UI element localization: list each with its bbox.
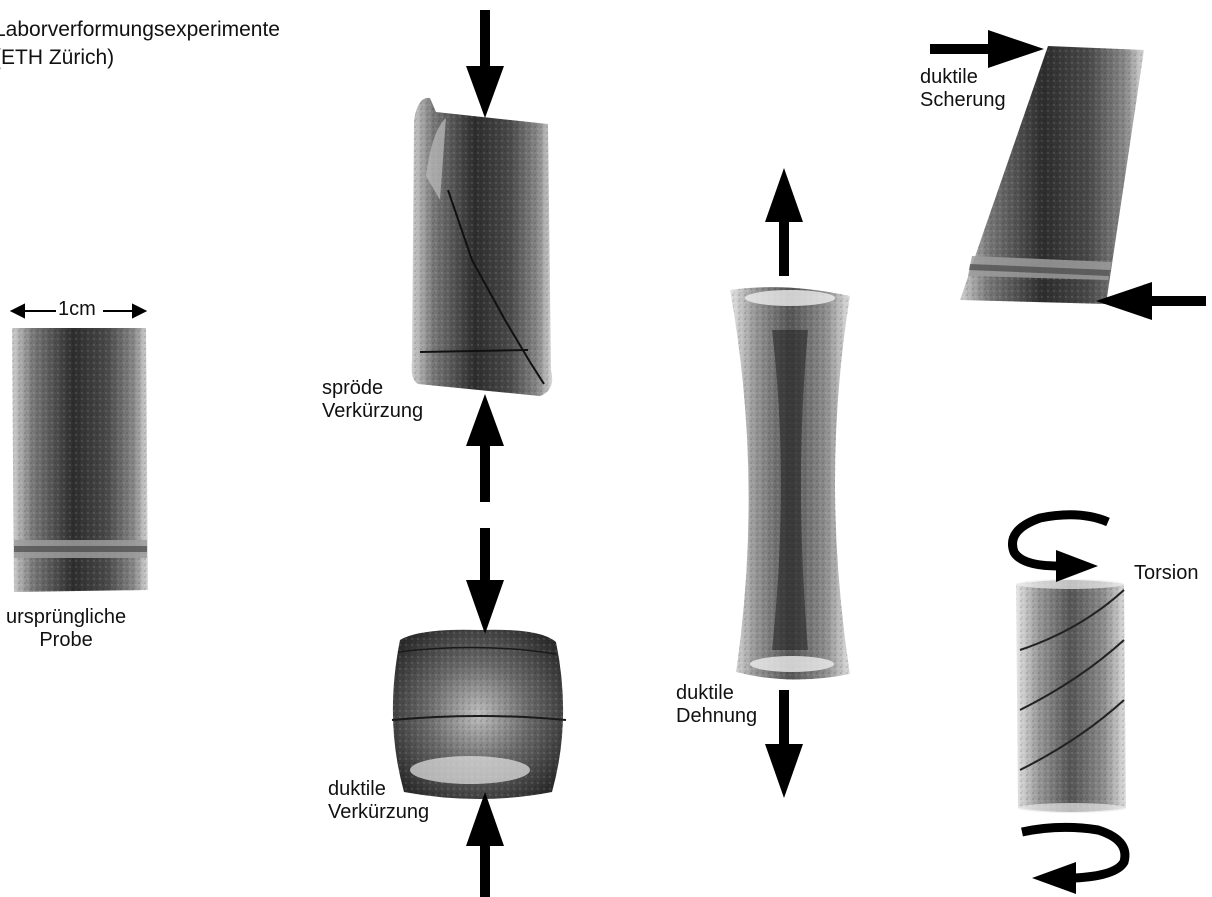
torsion-sample (1016, 579, 1126, 813)
arrow-down-icon (466, 10, 504, 118)
arrow-right-icon (930, 30, 1044, 68)
ductile-shear-label: duktile Scherung (920, 66, 1006, 112)
ductile-extension-sample (730, 287, 850, 679)
ductile-shortening-label: duktile Verkürzung (328, 778, 429, 824)
rotation-arrow-top-icon (1012, 515, 1108, 582)
original-sample (12, 328, 148, 592)
arrow-down-icon (466, 528, 504, 634)
original-sample-label: ursprüngliche Probe (6, 606, 126, 652)
arrow-up-icon (466, 792, 504, 897)
title-line-1: Laborverformungsexperimente (0, 16, 280, 44)
rotation-arrow-bottom-icon (1022, 827, 1125, 894)
arrow-up-icon (765, 168, 803, 276)
arrow-down-icon (765, 690, 803, 798)
title-line-2: (ETH Zürich) (0, 44, 280, 72)
ductile-shortening-sample (392, 630, 566, 799)
scale-label: 1cm (56, 298, 98, 321)
brittle-shortening-label: spröde Verkürzung (322, 377, 423, 423)
torsion-label: Torsion (1134, 562, 1198, 585)
page-title: Laborverformungsexperimente (ETH Zürich) (0, 16, 280, 72)
arrow-left-icon (1096, 282, 1206, 320)
arrow-up-icon (466, 394, 504, 502)
ductile-extension-label: duktile Dehnung (676, 682, 757, 728)
brittle-shortening-sample (412, 98, 553, 396)
